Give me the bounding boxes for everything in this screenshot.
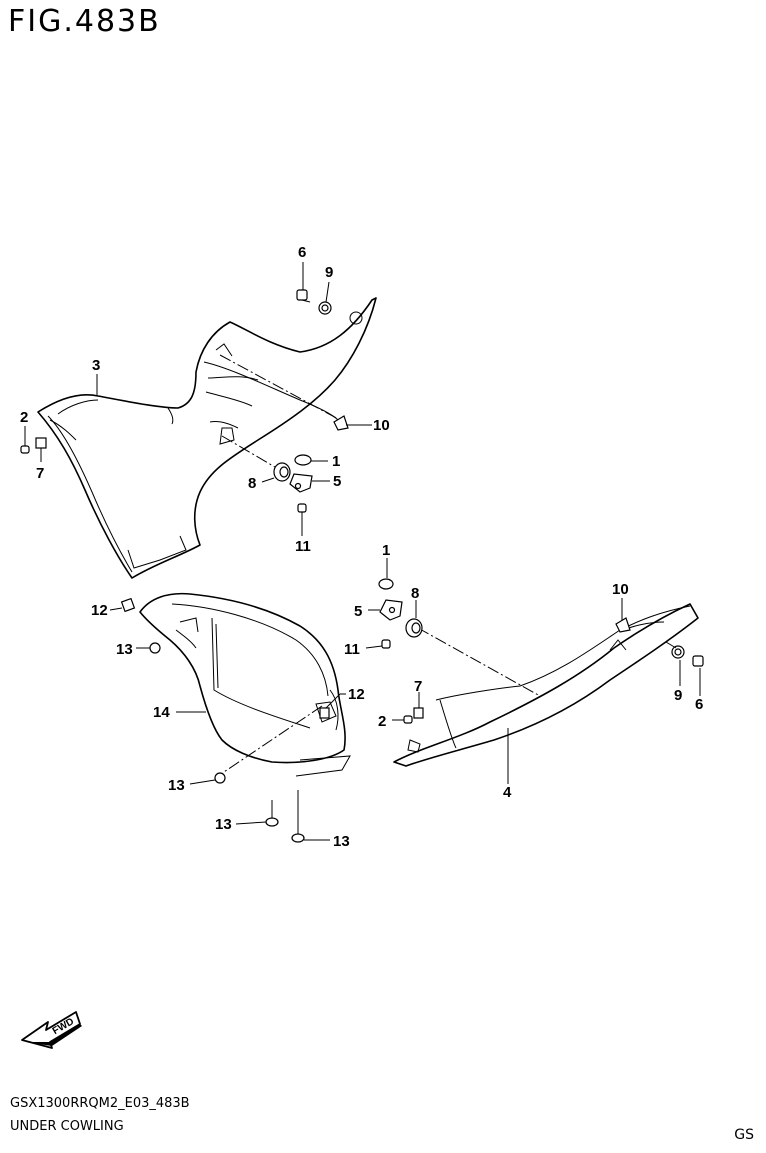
- rivet-icon: [265, 817, 279, 827]
- fwd-arrow-icon: FWD: [21, 1011, 82, 1049]
- rivet-icon: [291, 833, 305, 843]
- clip-nut-icon: [120, 597, 136, 613]
- callout-12: 12: [348, 686, 365, 703]
- screw-icon: [381, 639, 391, 649]
- figure-title: FIG.483B: [8, 4, 161, 39]
- reference-line: [217, 705, 323, 777]
- callout-7: 7: [414, 678, 422, 695]
- grommet-icon: [273, 462, 291, 482]
- clip-icon: [333, 415, 349, 431]
- rivet-icon: [149, 642, 161, 654]
- callout-11: 11: [344, 641, 360, 658]
- callout-9: 9: [674, 687, 682, 704]
- clip-nut-icon: [319, 707, 330, 719]
- callout-7: 7: [36, 465, 44, 482]
- under-cowling-lower-panel: [393, 603, 699, 767]
- callout-8: 8: [411, 585, 419, 602]
- callout-1: 1: [382, 542, 390, 559]
- callout-1: 1: [332, 453, 340, 470]
- corner-code: GS: [734, 1127, 754, 1143]
- nut-icon: [318, 301, 332, 315]
- callout-11: 11: [295, 538, 311, 555]
- callout-6: 6: [298, 244, 306, 261]
- model-code: GSX1300RRQM2_E03_483B: [10, 1096, 190, 1111]
- under-cowling-upper-panel: [37, 297, 377, 579]
- nut-icon: [294, 454, 312, 466]
- callout-12: 12: [91, 602, 108, 619]
- callout-2: 2: [20, 409, 28, 426]
- screw-icon: [403, 715, 413, 724]
- clip-nut-icon: [35, 437, 47, 449]
- reference-line: [417, 627, 541, 697]
- rivet-icon: [214, 772, 226, 784]
- clip-nut-icon: [413, 707, 424, 719]
- callout-3: 3: [92, 357, 100, 374]
- bracket-icon: [289, 473, 313, 493]
- clip-icon: [615, 617, 631, 633]
- callout-4: 4: [503, 784, 512, 801]
- inner-cowling-panel: [139, 592, 351, 777]
- callout-13: 13: [333, 833, 350, 850]
- reference-line: [221, 435, 281, 471]
- reference-line: [219, 354, 341, 421]
- section-name: UNDER COWLING: [10, 1119, 124, 1134]
- callout-14: 14: [153, 704, 170, 721]
- screw-icon: [692, 655, 704, 667]
- nut-icon: [378, 578, 394, 590]
- callout-13: 13: [168, 777, 185, 794]
- leader-lines: [24, 262, 701, 841]
- screw-icon: [20, 445, 30, 454]
- bracket-icon: [379, 599, 403, 621]
- callout-5: 5: [333, 473, 341, 490]
- callout-9: 9: [325, 264, 333, 281]
- grommet-icon: [405, 618, 423, 638]
- callout-8: 8: [248, 475, 256, 492]
- callout-2: 2: [378, 713, 386, 730]
- callout-10: 10: [373, 417, 390, 434]
- callout-6: 6: [695, 696, 703, 713]
- screw-icon: [296, 289, 311, 303]
- callout-13: 13: [215, 816, 232, 833]
- nut-icon: [671, 645, 685, 659]
- callout-5: 5: [354, 603, 362, 620]
- callout-10: 10: [612, 581, 629, 598]
- callout-13: 13: [116, 641, 133, 658]
- screw-icon: [297, 503, 307, 513]
